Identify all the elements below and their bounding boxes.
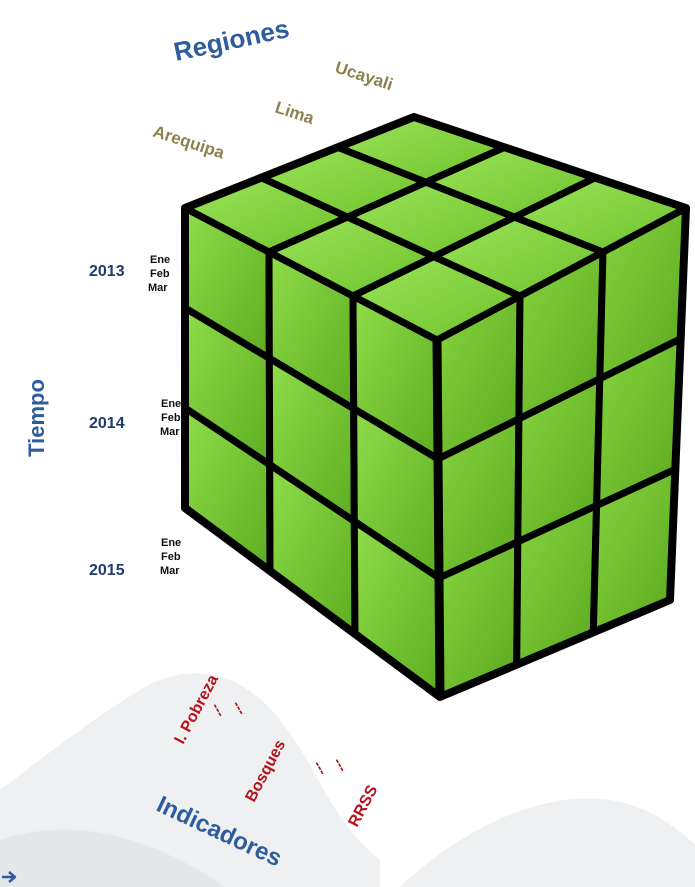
indicator-label: RRSS [346, 782, 382, 830]
time-axis-title: Tiempo [24, 379, 49, 457]
month-label: Ene [150, 254, 170, 266]
background-hills [0, 673, 695, 887]
month-label: Mar [160, 426, 180, 438]
data-cube [181, 113, 690, 701]
arrow-right-icon [2, 871, 17, 883]
cube-outline [181, 113, 690, 701]
year-label: 2015 [89, 562, 125, 579]
region-label: Arequipa [151, 122, 227, 163]
region-label: Ucayali [333, 58, 396, 94]
indicator-label: --- [330, 755, 351, 775]
year-label: 2013 [89, 263, 125, 280]
month-label: Feb [161, 551, 181, 563]
year-label: 2014 [89, 415, 125, 432]
month-label: Feb [150, 268, 170, 280]
month-label: Mar [148, 282, 168, 294]
region-label: Lima [273, 98, 317, 128]
month-label: Ene [161, 398, 181, 410]
regions-axis-title: Regiones [171, 13, 292, 67]
month-label: Feb [161, 412, 181, 424]
month-label: Ene [161, 537, 181, 549]
cube-front-edge [432, 339, 445, 698]
time-labels: 2013 Ene Feb Mar 2014 Ene Feb Mar 2015 E… [89, 254, 181, 579]
month-label: Mar [160, 565, 180, 577]
